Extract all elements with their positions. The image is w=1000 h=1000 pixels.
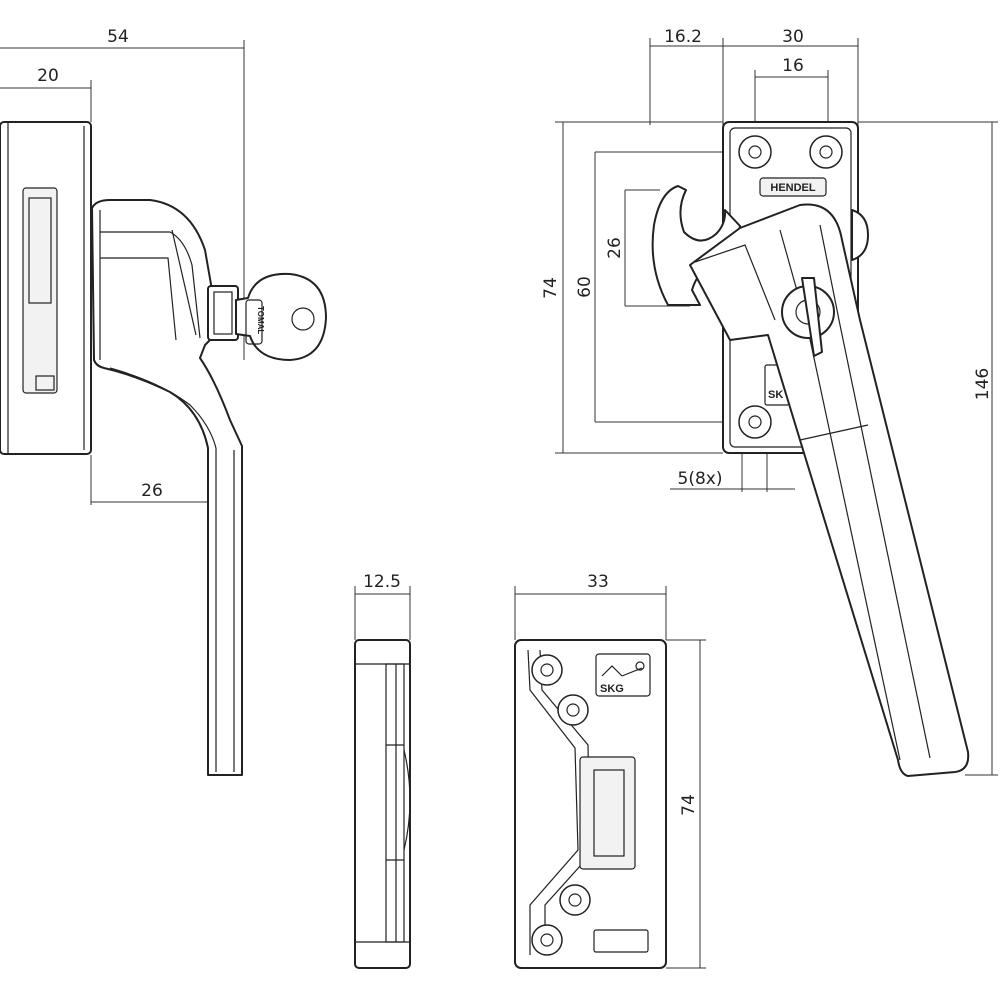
screw-hole-top-right: [809, 135, 843, 169]
keeper-slot: [579, 756, 636, 870]
side-view: 54 20 26 TOMAL: [0, 27, 327, 776]
dim-keeper-width: 33: [587, 572, 609, 592]
keeper-side-view: 12.5: [354, 572, 411, 969]
dim-hole-spacing-v: 60: [575, 276, 595, 298]
key-brand-label: TOMAL: [256, 306, 265, 334]
dim-keeper-depth: 12.5: [363, 572, 401, 592]
dim-hole-diameter: 5(8x): [678, 469, 723, 489]
keeper-screw-4: [531, 924, 563, 956]
keeper-front-view: 33 74 SKG: [514, 572, 706, 969]
screw-hole-bottom-left: [738, 405, 772, 439]
handle-brand-label: HENDEL: [770, 182, 816, 194]
dim-plate-height: 74: [541, 277, 561, 299]
house-icon: [601, 665, 623, 677]
keeper-screw-2: [557, 694, 589, 726]
keeper-label-plate: [593, 929, 649, 953]
keeper-screw-1: [531, 654, 563, 686]
dim-base-depth: 20: [37, 66, 59, 86]
keeper-side-body: [354, 639, 411, 969]
key: TOMAL: [235, 272, 327, 361]
lever-arm: [689, 203, 970, 777]
key-hole: [291, 307, 315, 331]
dim-handle-offset: 26: [141, 481, 163, 501]
dim-plate-width: 30: [782, 27, 804, 47]
skg-badge: [595, 653, 651, 697]
latch-slot: [22, 187, 58, 394]
front-view: 16.2 30 16 74 60 26 146 5(8x): [541, 27, 998, 777]
dim-hook-offset: 16.2: [664, 27, 702, 47]
dim-hook-height: 26: [605, 237, 625, 259]
brand-badge: [759, 177, 827, 197]
dim-overall-depth: 54: [107, 27, 129, 47]
dim-hole-spacing-h: 16: [782, 56, 804, 76]
keeper-mark-label: SKG: [600, 683, 624, 695]
handle-body: [91, 199, 243, 776]
dim-keeper-height: 74: [679, 794, 699, 816]
handle-mark-label: SK: [768, 389, 783, 401]
screw-hole-top-left: [738, 135, 772, 169]
key-cylinder: [207, 285, 239, 341]
dim-overall-height: 146: [973, 368, 993, 400]
keeper-screw-3: [559, 884, 591, 916]
key-slot: [801, 277, 823, 357]
